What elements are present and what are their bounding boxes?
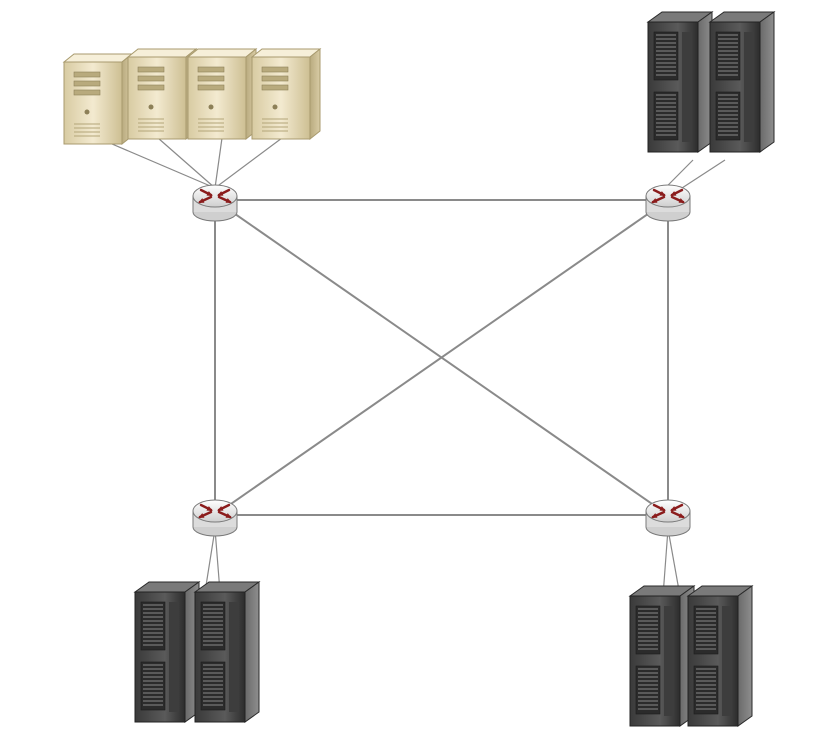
router-bottom-left	[192, 499, 238, 537]
link-top-right-to-bottom-left	[214, 199, 669, 516]
router-top-right	[645, 184, 691, 222]
links-layer	[214, 199, 669, 516]
router-bottom-right	[645, 499, 691, 537]
server-link	[214, 137, 283, 189]
rack-server-icon	[193, 581, 261, 723]
rack-server-icon	[628, 585, 696, 727]
servers-layer	[62, 11, 776, 727]
server-group-top-left	[62, 47, 322, 146]
rack-server-icon	[686, 585, 754, 727]
tower-server-icon	[62, 52, 134, 146]
tower-server-icon	[126, 47, 198, 141]
router-icon	[645, 184, 691, 222]
server-link	[214, 137, 223, 189]
rack-server-icon	[646, 11, 714, 153]
tower-server-icon	[186, 47, 258, 141]
server-group-bottom-right	[628, 585, 754, 727]
server-link	[681, 159, 726, 189]
server-link	[667, 528, 681, 597]
router-icon	[192, 499, 238, 537]
server-link	[97, 137, 216, 189]
routers-layer	[192, 184, 691, 537]
tower-server-icon	[250, 47, 322, 141]
router-icon	[192, 184, 238, 222]
server-link	[664, 159, 694, 189]
router-icon	[645, 499, 691, 537]
rack-server-icon	[133, 581, 201, 723]
server-links-layer	[97, 137, 726, 597]
server-link	[157, 137, 216, 189]
router-top-left	[192, 184, 238, 222]
rack-server-icon	[708, 11, 776, 153]
server-link	[662, 528, 669, 597]
server-link	[204, 528, 216, 593]
server-group-top-right	[646, 11, 776, 153]
server-group-bottom-left	[133, 581, 261, 723]
